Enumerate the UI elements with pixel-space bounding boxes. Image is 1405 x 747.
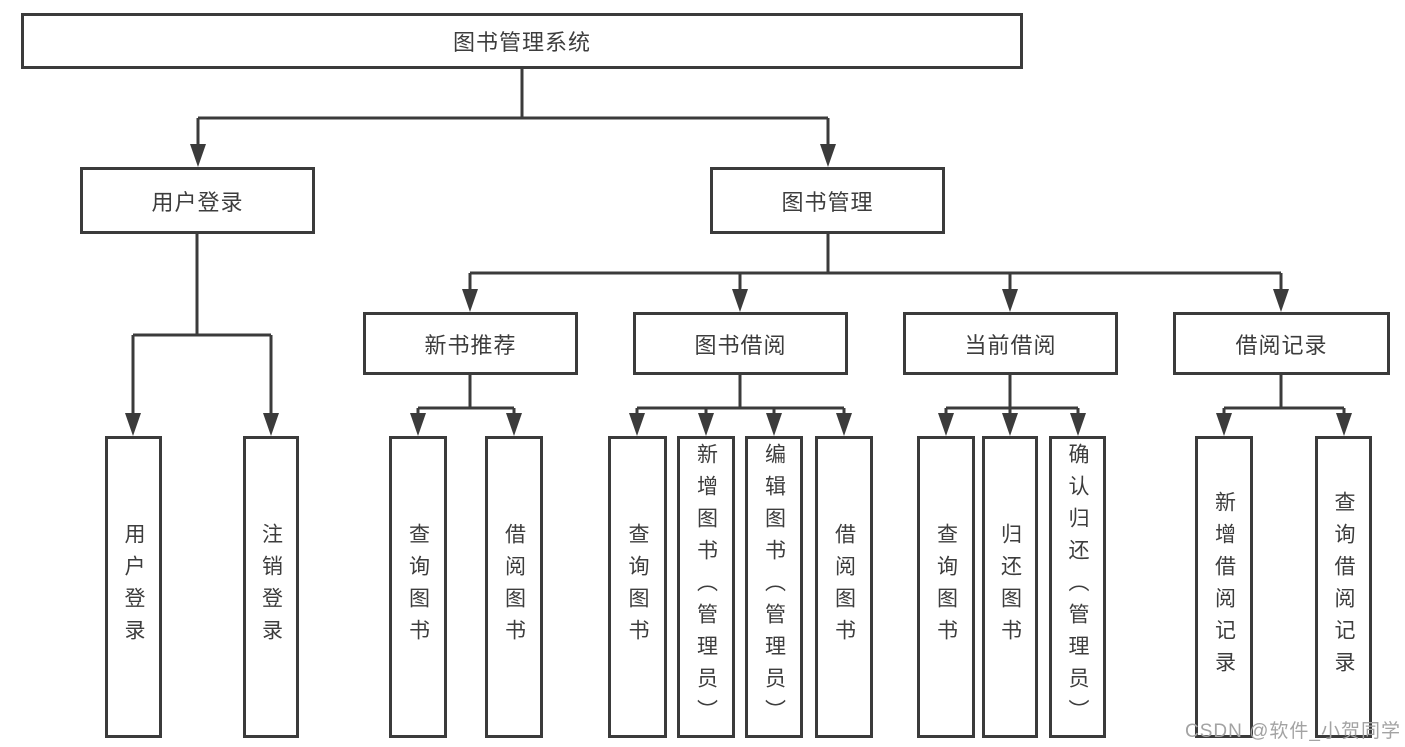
node-book-management-module: 图书管理 — [710, 167, 945, 234]
node-book-borrow: 图书借阅 — [633, 312, 848, 375]
leaf-borrow-books-recommend: 借阅图书 — [485, 436, 543, 738]
leaf-confirm-return-admin: 确认归还（管理员） — [1049, 436, 1106, 738]
leaf-query-books-current: 查询图书 — [917, 436, 975, 738]
leaf-return-books: 归还图书 — [982, 436, 1038, 738]
leaf-edit-books-admin: 编辑图书（管理员） — [745, 436, 803, 738]
node-user-login-module: 用户登录 — [80, 167, 315, 234]
csdn-watermark: CSDN @软件_小贺同学 — [1185, 721, 1401, 742]
node-new-book-recommend: 新书推荐 — [363, 312, 578, 375]
leaf-query-books-recommend: 查询图书 — [389, 436, 447, 738]
leaf-logout: 注销登录 — [243, 436, 299, 738]
leaf-add-books-admin: 新增图书（管理员） — [677, 436, 735, 738]
leaf-add-borrow-record: 新增借阅记录 — [1195, 436, 1253, 738]
leaf-query-borrow-record: 查询借阅记录 — [1315, 436, 1372, 738]
leaf-borrow-books: 借阅图书 — [815, 436, 873, 738]
leaf-user-login: 用户登录 — [105, 436, 162, 738]
leaf-query-books-borrow: 查询图书 — [608, 436, 667, 738]
node-current-borrow: 当前借阅 — [903, 312, 1118, 375]
node-root-system: 图书管理系统 — [21, 13, 1023, 69]
node-borrow-records: 借阅记录 — [1173, 312, 1390, 375]
